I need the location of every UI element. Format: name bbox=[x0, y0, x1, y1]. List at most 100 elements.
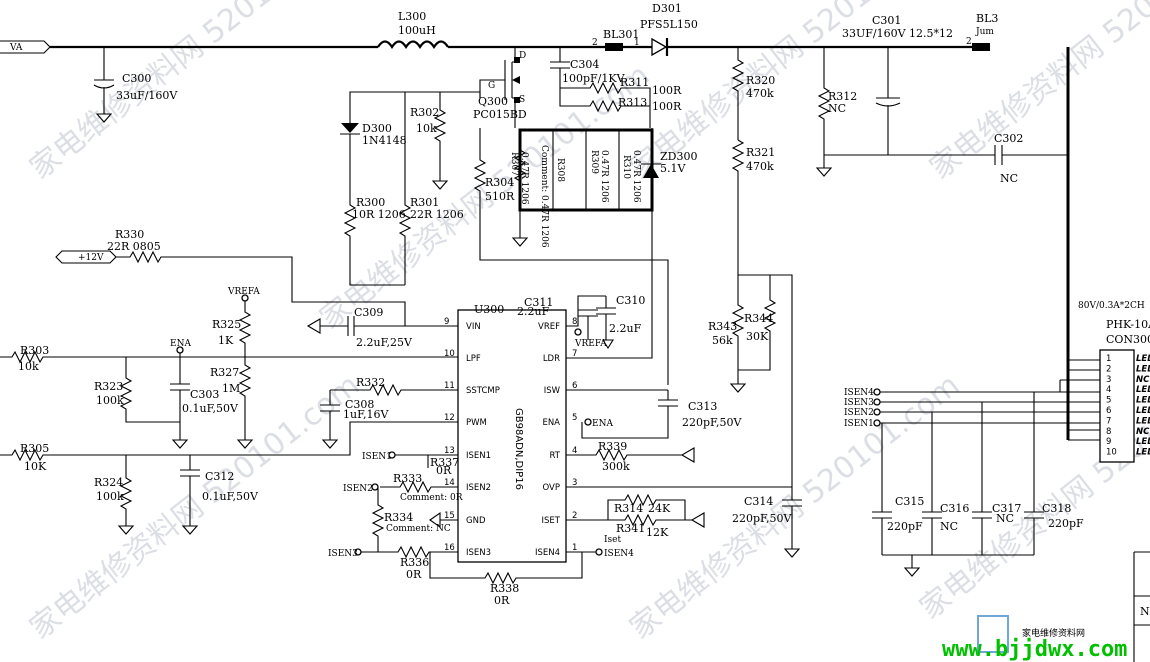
svg-text:220pF: 220pF bbox=[887, 520, 923, 533]
svg-text:1: 1 bbox=[1106, 354, 1111, 364]
mosfet-q300: G D S Q300 PC015BD bbox=[473, 47, 527, 128]
svg-text:L300: L300 bbox=[398, 10, 426, 23]
svg-text:1: 1 bbox=[572, 543, 577, 553]
svg-text:470k: 470k bbox=[746, 160, 774, 173]
svg-text:15: 15 bbox=[444, 511, 455, 521]
svg-text:2.2uF,25V: 2.2uF,25V bbox=[356, 336, 413, 349]
svg-text:RT: RT bbox=[550, 451, 561, 461]
svg-text:R338: R338 bbox=[490, 582, 519, 595]
svg-text:C311: C311 bbox=[524, 296, 553, 309]
ic-pin-3: OVP 3 bbox=[543, 478, 578, 493]
svg-text:OVP: OVP bbox=[543, 483, 560, 493]
svg-text:R324: R324 bbox=[94, 476, 123, 489]
svg-text:ISEN4: ISEN4 bbox=[535, 548, 560, 558]
svg-text:10K: 10K bbox=[24, 460, 47, 473]
capacitor-c309: C309 2.2uF,25V bbox=[306, 306, 413, 349]
svg-text:R307: R307 bbox=[509, 152, 519, 176]
capacitor-c300: C300 33uF/160V bbox=[93, 47, 178, 123]
diode-d300: D300 1N4148 bbox=[340, 110, 407, 190]
svg-text:C300: C300 bbox=[122, 72, 151, 85]
svg-text:C316: C316 bbox=[940, 502, 969, 515]
svg-text:ISEN2: ISEN2 bbox=[466, 483, 491, 493]
resistor-r330: R330 22R 0805 bbox=[107, 228, 458, 327]
svg-text:C317: C317 bbox=[992, 502, 1021, 515]
svg-text:2.2uF: 2.2uF bbox=[609, 322, 642, 335]
svg-text:ZD300: ZD300 bbox=[660, 150, 697, 163]
svg-text:0.1uF,50V: 0.1uF,50V bbox=[202, 490, 259, 503]
connector-pin-5: 5LED bbox=[1106, 396, 1150, 406]
svg-text:10R 1206: 10R 1206 bbox=[352, 208, 406, 221]
resistor-r327: R327 1M bbox=[210, 357, 253, 449]
svg-text:ISEN3: ISEN3 bbox=[328, 549, 358, 559]
svg-text:ISEN4: ISEN4 bbox=[604, 549, 634, 559]
svg-text:0R: 0R bbox=[436, 464, 452, 477]
svg-text:LED: LED bbox=[1136, 385, 1150, 395]
svg-text:CON300: CON300 bbox=[1106, 333, 1150, 346]
svg-text:U300: U300 bbox=[474, 303, 504, 316]
svg-text:100k: 100k bbox=[96, 394, 124, 407]
resistor-r300: R300 10R 1206 bbox=[343, 190, 406, 286]
svg-text:www.bjjdwx.com: www.bjjdwx.com bbox=[942, 637, 1127, 662]
svg-text:D: D bbox=[519, 51, 526, 61]
svg-text:BL301: BL301 bbox=[603, 28, 639, 41]
svg-text:R309: R309 bbox=[589, 150, 599, 174]
resistor-r305 bbox=[0, 421, 458, 462]
svg-text:2: 2 bbox=[572, 511, 577, 521]
svg-text:12K: 12K bbox=[646, 526, 669, 539]
svg-text:R341: R341 bbox=[616, 522, 645, 535]
svg-text:10k: 10k bbox=[416, 122, 437, 135]
svg-text:2: 2 bbox=[592, 38, 598, 48]
svg-text:1N4148: 1N4148 bbox=[362, 134, 407, 147]
resistor-r325: R325 1K bbox=[212, 301, 252, 357]
va-net-label: VA bbox=[0, 40, 51, 54]
capacitor-c301: C301 33UF/160V 12.5*12 bbox=[842, 14, 953, 155]
svg-text:C302: C302 bbox=[994, 132, 1023, 145]
svg-text:R334: R334 bbox=[384, 511, 413, 524]
svg-text:8: 8 bbox=[572, 317, 577, 327]
svg-text:ISEN1: ISEN1 bbox=[844, 419, 874, 429]
svg-text:3: 3 bbox=[572, 478, 577, 488]
capacitor-c311: C311 2.2uF bbox=[517, 295, 614, 350]
svg-text:R325: R325 bbox=[212, 318, 241, 331]
net-isen2-ic: ISEN2 bbox=[343, 483, 379, 494]
diode-d301: D301 PFS5L150 bbox=[640, 2, 698, 57]
svg-text:ISEN1: ISEN1 bbox=[466, 451, 491, 461]
svg-text:SSTCMP: SSTCMP bbox=[466, 386, 500, 396]
svg-text:R302: R302 bbox=[410, 106, 439, 119]
svg-text:LED: LED bbox=[1136, 416, 1150, 426]
svg-text:5.1V: 5.1V bbox=[660, 162, 686, 175]
resistor-r320: R320 470k bbox=[731, 47, 775, 140]
resistor-r314: R314 24K bbox=[566, 493, 686, 521]
svg-text:2.2uF: 2.2uF bbox=[517, 305, 550, 318]
svg-text:0.47R 1206: 0.47R 1206 bbox=[631, 150, 641, 203]
svg-text:Q300: Q300 bbox=[478, 95, 508, 108]
svg-text:C308: C308 bbox=[345, 398, 374, 411]
svg-text:R310: R310 bbox=[621, 155, 631, 179]
svg-text:5: 5 bbox=[1106, 396, 1111, 406]
svg-text:100pF/1KV: 100pF/1KV bbox=[562, 72, 626, 85]
watermark: 家电维修资料网 520101.com 家电维修资料网 520101.com 家电… bbox=[23, 0, 1150, 646]
resistor-r323: R323 100k bbox=[94, 357, 180, 423]
net-vrefa-right: VREFA bbox=[574, 339, 607, 349]
svg-text:220pF: 220pF bbox=[1048, 517, 1084, 530]
svg-text:VREF: VREF bbox=[538, 322, 560, 332]
ic-pin-1: ISEN4 1 bbox=[535, 543, 577, 558]
resistor-r311: R311 100R bbox=[560, 76, 682, 128]
svg-text:1M: 1M bbox=[222, 382, 240, 395]
svg-text:33uF/160V: 33uF/160V bbox=[116, 89, 178, 102]
svg-text:PC015BD: PC015BD bbox=[473, 108, 527, 121]
resistor-r341: R341 12K Iset bbox=[604, 512, 705, 545]
svg-text:R323: R323 bbox=[94, 380, 123, 393]
svg-text:PHK-10A: PHK-10A bbox=[1106, 318, 1150, 331]
svg-text:R308: R308 bbox=[555, 158, 565, 182]
capacitor-c304: C304 100pF/1KV bbox=[550, 47, 626, 88]
svg-text:16: 16 bbox=[444, 543, 455, 553]
svg-text:510R: 510R bbox=[485, 190, 515, 203]
isen-bus: ISEN4 ISEN3 ISEN2 ISEN1 bbox=[844, 379, 1100, 429]
svg-text:VREFA: VREFA bbox=[227, 287, 260, 297]
